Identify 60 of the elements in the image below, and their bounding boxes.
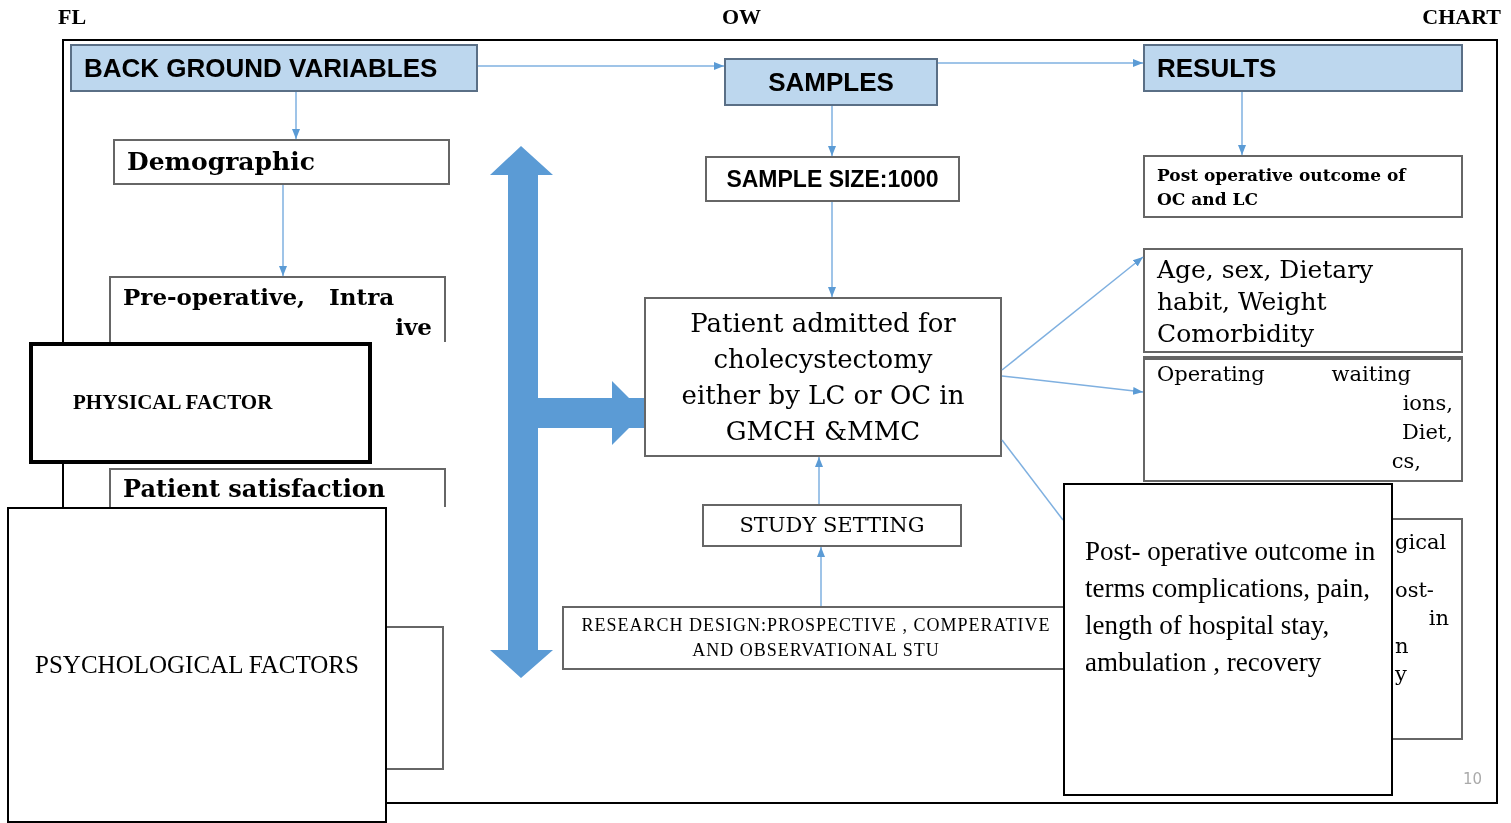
node-text: Post- operative outcome in terms complications, pain, length of hospital stay, ambulation , recovery <box>1085 535 1377 679</box>
node-text: ions, <box>1402 390 1453 417</box>
header-label: OW <box>722 6 762 28</box>
node-text: BACK GROUND VARIABLES <box>84 51 438 85</box>
node-text: cs, <box>1391 448 1421 475</box>
node-text: RESEARCH DESIGN:PROSPECTIVE , COMPERATIVE AND OBSERVATIONAL STU <box>580 614 1052 662</box>
page-number: 10 <box>1463 769 1483 790</box>
node-text: SAMPLE SIZE:1000 <box>726 164 939 194</box>
connector-line <box>1001 439 1064 521</box>
node-text: Pre-operative, Intra <box>123 282 396 312</box>
arrow <box>937 59 1144 67</box>
node-text: gical <box>1395 529 1448 556</box>
arrow <box>279 184 287 277</box>
node-text: n <box>1395 633 1410 660</box>
node-text: Age, sex, Dietary habit, Weight Comorbidity <box>1157 254 1375 350</box>
header-box <box>1143 44 1463 92</box>
header-label: CHART <box>1422 6 1501 28</box>
node-text: y <box>1395 661 1408 688</box>
block-arrow <box>538 381 644 445</box>
process-box <box>562 606 1063 670</box>
node-text: Demographic <box>127 146 315 179</box>
node-text: RESULTS <box>1157 51 1277 85</box>
process-box <box>644 297 1002 457</box>
arrow <box>1238 91 1246 156</box>
process-box <box>109 276 446 342</box>
process-box <box>113 139 450 185</box>
arrow <box>477 62 725 70</box>
header-box <box>70 44 478 92</box>
arrow <box>828 201 836 298</box>
node-text: STUDY SETTING <box>739 511 925 539</box>
process-box <box>109 468 446 507</box>
arrow <box>292 91 300 140</box>
process-box <box>1393 518 1463 740</box>
header-box <box>724 58 938 106</box>
node-text: in <box>1428 605 1449 632</box>
node-text: Patient admitted for cholecystectomy either by LC or OC in GMCH &MMC <box>680 307 966 448</box>
node-text: PSYCHOLOGICAL FACTORS <box>35 650 359 681</box>
node-text: ost- <box>1395 577 1435 604</box>
text-box <box>7 507 387 823</box>
arrow <box>828 105 836 157</box>
empty-box <box>387 626 444 770</box>
arrow <box>815 456 823 505</box>
process-box <box>1143 155 1463 218</box>
process-box <box>1143 356 1463 482</box>
text-box <box>1063 483 1393 796</box>
node-text: Operating waiting <box>1157 361 1412 388</box>
node-text: ive <box>395 312 432 342</box>
text-box <box>29 342 372 464</box>
node-text: SAMPLES <box>768 65 894 99</box>
node-text: Diet, <box>1401 419 1453 446</box>
process-box <box>702 504 962 547</box>
arrow <box>1001 375 1144 395</box>
header-label: FL <box>58 6 87 28</box>
process-box <box>705 156 960 202</box>
arrow <box>817 546 825 607</box>
arrow <box>1001 256 1144 371</box>
node-text: Post operative outcome of OC and LC <box>1157 163 1408 211</box>
node-text: PHYSICAL FACTOR <box>73 389 273 417</box>
process-box <box>1143 248 1463 353</box>
node-text: Patient satisfaction <box>123 472 386 505</box>
